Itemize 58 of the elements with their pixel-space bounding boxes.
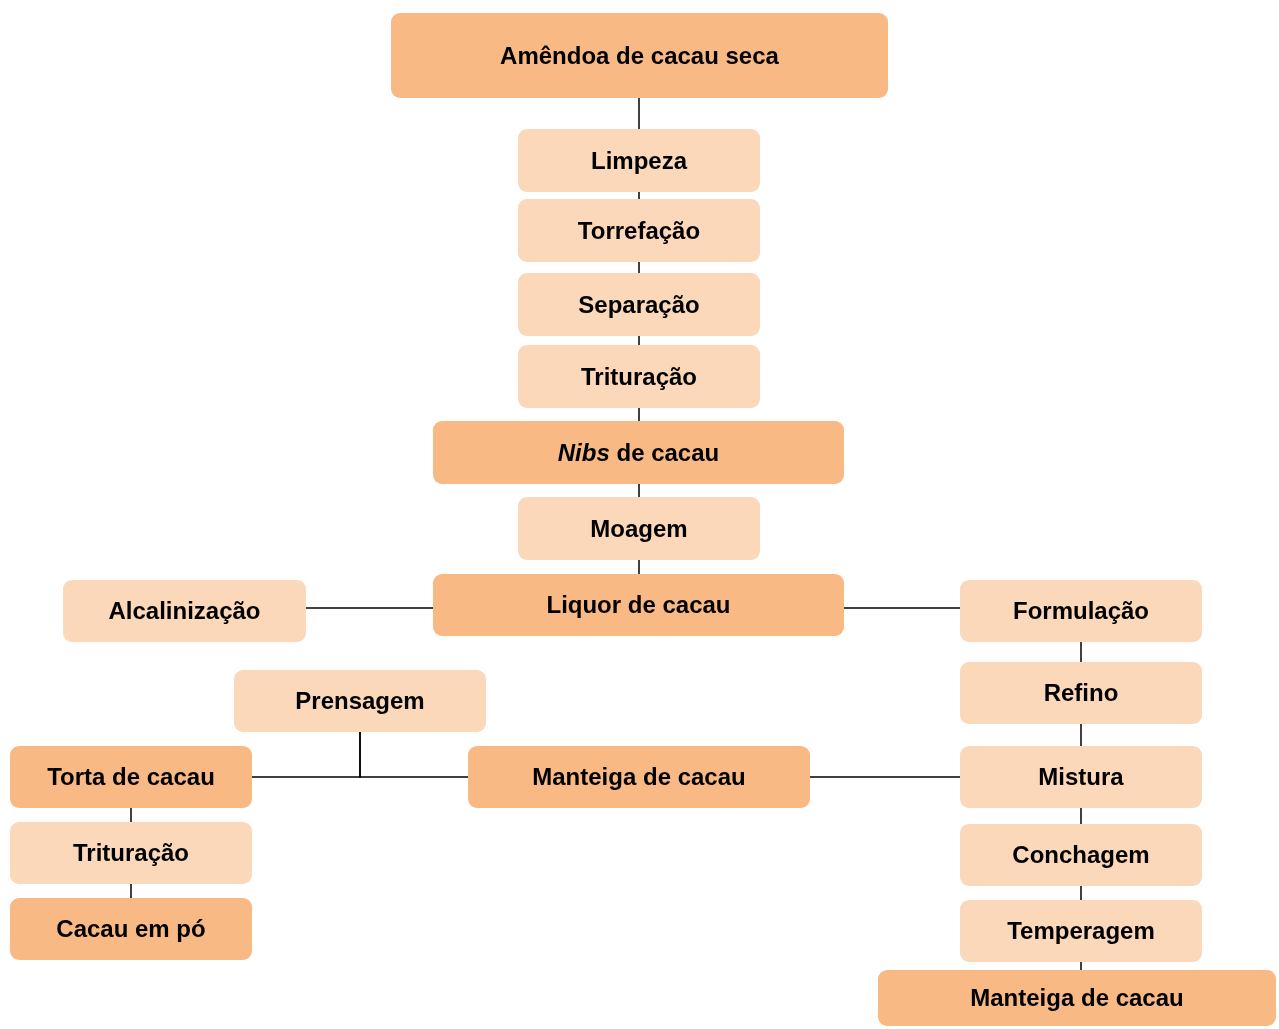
process-box	[960, 746, 1202, 808]
connector-line	[305, 607, 434, 609]
connector-line	[1080, 885, 1082, 901]
box-label: Nibs de cacau	[557, 438, 720, 467]
connector-line	[1080, 807, 1082, 825]
process-box	[960, 900, 1202, 962]
box-label: Alcalinização	[108, 597, 261, 625]
process-box	[518, 497, 760, 560]
connector-line	[638, 483, 640, 498]
connector-line	[843, 607, 961, 609]
box-label: Torrefação	[577, 216, 701, 245]
box-label: Manteiga de cacau	[532, 763, 746, 791]
product-box	[468, 746, 810, 808]
connector-line	[638, 559, 640, 575]
process-box	[518, 345, 760, 408]
box-label: Cacau em pó	[56, 915, 206, 943]
product-box	[10, 746, 252, 808]
box-label: Limpeza	[591, 146, 687, 175]
process-box	[518, 129, 760, 192]
box-label: Separação	[578, 290, 700, 319]
process-box	[63, 580, 306, 642]
process-box	[518, 199, 760, 262]
box-label: Trituração	[580, 362, 697, 391]
box-label: Formulação	[1013, 597, 1149, 625]
box-label: Manteiga de cacau	[970, 984, 1184, 1012]
product-box	[433, 574, 844, 636]
process-box	[960, 580, 1202, 642]
connector-line	[638, 191, 640, 200]
box-label: Mistura	[1038, 763, 1124, 791]
connector-line	[638, 97, 640, 130]
process-box	[518, 273, 760, 336]
process-box	[960, 662, 1202, 724]
connector-line	[130, 883, 132, 899]
product-box	[391, 13, 888, 98]
box-label: Conchagem	[1012, 841, 1150, 869]
connector-line	[638, 261, 640, 274]
connector-line	[1080, 723, 1082, 747]
box-label: Prensagem	[295, 687, 425, 715]
box-label: Torta de cacau	[47, 763, 215, 791]
box-label: Liquor de cacau	[546, 591, 731, 619]
box-label: Refino	[1043, 679, 1119, 707]
connector-line	[1080, 961, 1082, 971]
product-box	[878, 970, 1276, 1026]
box-label: Trituração	[72, 839, 189, 867]
connector-line	[130, 807, 132, 823]
connector-line	[1080, 641, 1082, 663]
process-box	[960, 824, 1202, 886]
product-box	[433, 421, 844, 484]
connector-line	[359, 731, 469, 778]
box-label: Amêndoa de cacau seca	[500, 41, 779, 70]
process-box	[234, 670, 486, 732]
connector-line	[638, 335, 640, 346]
box-label: Moagem	[590, 514, 688, 543]
box-label: Temperagem	[1007, 917, 1155, 945]
product-box	[10, 898, 252, 960]
connector-line	[638, 407, 640, 422]
process-box	[10, 822, 252, 884]
connector-line	[809, 776, 961, 778]
